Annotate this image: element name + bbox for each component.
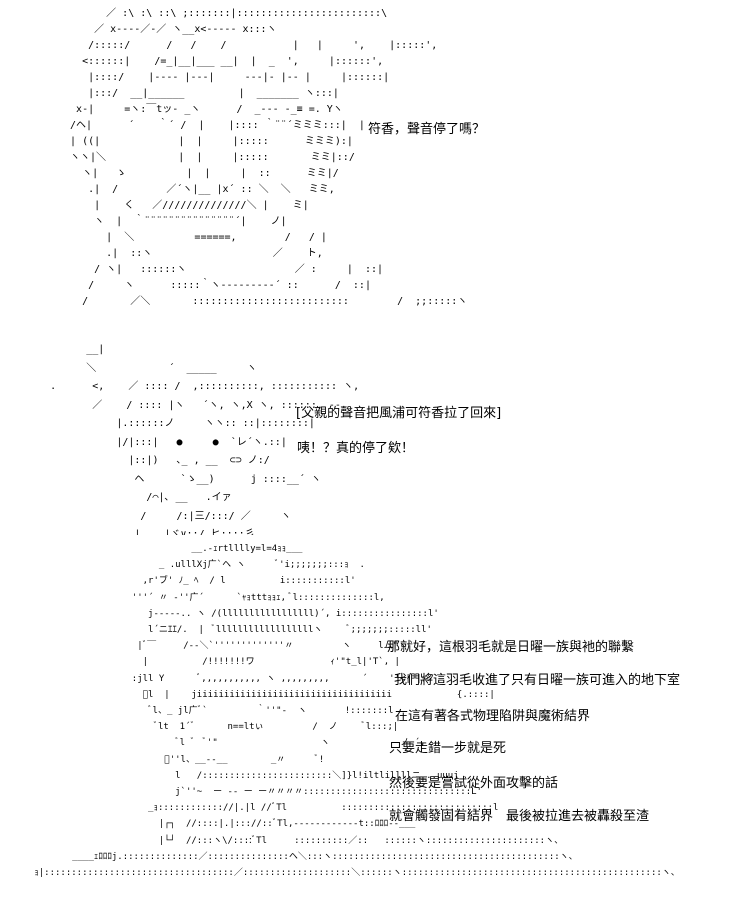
dialogue-line: 咦！？真的停了欸！	[297, 441, 415, 456]
dialogue-line: 就會觸發固有結界 最後被拉進去被轟殺至渣	[389, 809, 650, 824]
dialogue-line: 符香，聲音停了嗎？	[368, 122, 486, 137]
panel-father: ／ :\ :\ ::\ ;:::::::|:::::::::::::::::::…	[0, 0, 750, 335]
ascii-art-father: ／ :\ :\ ::\ ;:::::::|:::::::::::::::::::…	[70, 8, 468, 307]
ascii-art-father-closeup: __.-ｪrtlllly=l=4ｮｮ___ _ .ulllXj广`ヘ ヽ ﾞ'i…	[34, 544, 680, 879]
narration-line: [父親的聲音把風浦可符香拉了回來]	[296, 406, 502, 421]
dialogue-line: 我們將這羽毛收進了只有日曜一族可進入的地下室	[394, 673, 681, 688]
ascii-art-kafuka: __| ＼ ´ _____ ヽ . <, ／ :::: / ,:::::::::…	[50, 344, 360, 535]
panel-father-closeup: __.-ｪrtlllly=l=4ｮｮ___ _ .ulllXj广`ヘ ヽ ﾞ'i…	[0, 535, 750, 913]
dialogue-line: 然後要是嘗試從外面攻擊的話	[389, 776, 559, 791]
dialogue-line: 在這有著各式物理陷阱與魔術結界	[395, 709, 591, 724]
dialogue-line: 只要走錯一步就是死	[389, 741, 507, 756]
dialogue-line: 那就好，這根羽毛就是日曜一族與衪的聯繫	[387, 640, 635, 655]
panel-kafuka: __| ＼ ´ _____ ヽ . <, ／ :::: / ,:::::::::…	[0, 335, 750, 535]
